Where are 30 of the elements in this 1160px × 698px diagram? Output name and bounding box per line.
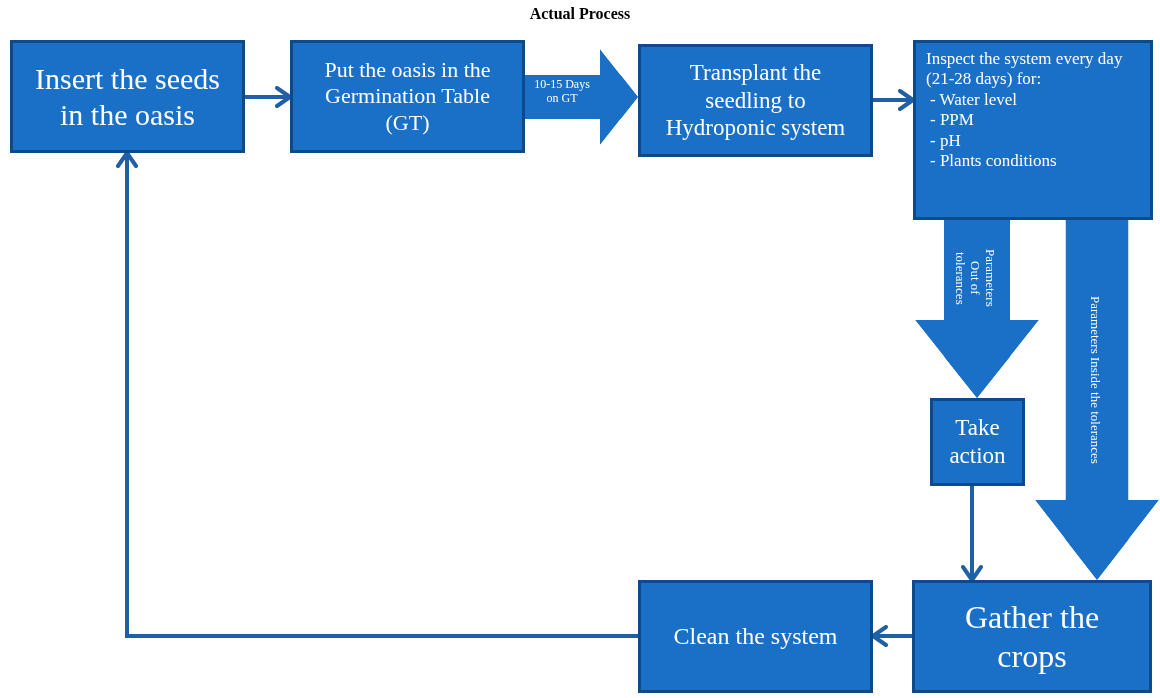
process-box xyxy=(930,398,1025,486)
arrow xyxy=(871,625,912,647)
edge-label: Parameters Inside the tolerances xyxy=(1087,295,1102,466)
box-text: - Water level xyxy=(929,89,1018,111)
diagram-title: Actual Process xyxy=(529,5,631,23)
process-box xyxy=(912,580,1152,693)
process-box xyxy=(10,40,245,153)
edge-label: 10-15 Days on GT xyxy=(533,78,591,106)
block-arrow xyxy=(1035,220,1159,580)
box-text: Transplant the seedling to Hydroponic system xyxy=(664,59,847,142)
arrow xyxy=(245,86,292,108)
process-box xyxy=(638,44,873,157)
box-text: Inspect the system every day (21-28 days) for: xyxy=(926,49,1124,90)
arrow xyxy=(116,151,638,638)
block-arrow xyxy=(525,49,638,145)
arrow xyxy=(873,89,915,111)
process-box xyxy=(638,580,873,693)
process-box xyxy=(913,40,1153,220)
box-text: Gather the crops xyxy=(963,598,1101,675)
box-text: - Plants conditions xyxy=(929,150,1057,172)
box-text: - pH xyxy=(929,130,961,151)
arrow xyxy=(961,486,983,582)
box-text: - PPM xyxy=(929,110,974,131)
process-box xyxy=(290,40,525,153)
box-text: Insert the seeds in the oasis xyxy=(34,60,221,133)
box-text: Take action xyxy=(948,414,1007,470)
edge-label: Parameters Out of tolerances xyxy=(952,248,997,309)
box-text: Put the oasis in the Germination Table (GT) xyxy=(323,56,492,137)
box-text: Clean the system xyxy=(673,622,838,651)
block-arrow xyxy=(915,220,1039,398)
